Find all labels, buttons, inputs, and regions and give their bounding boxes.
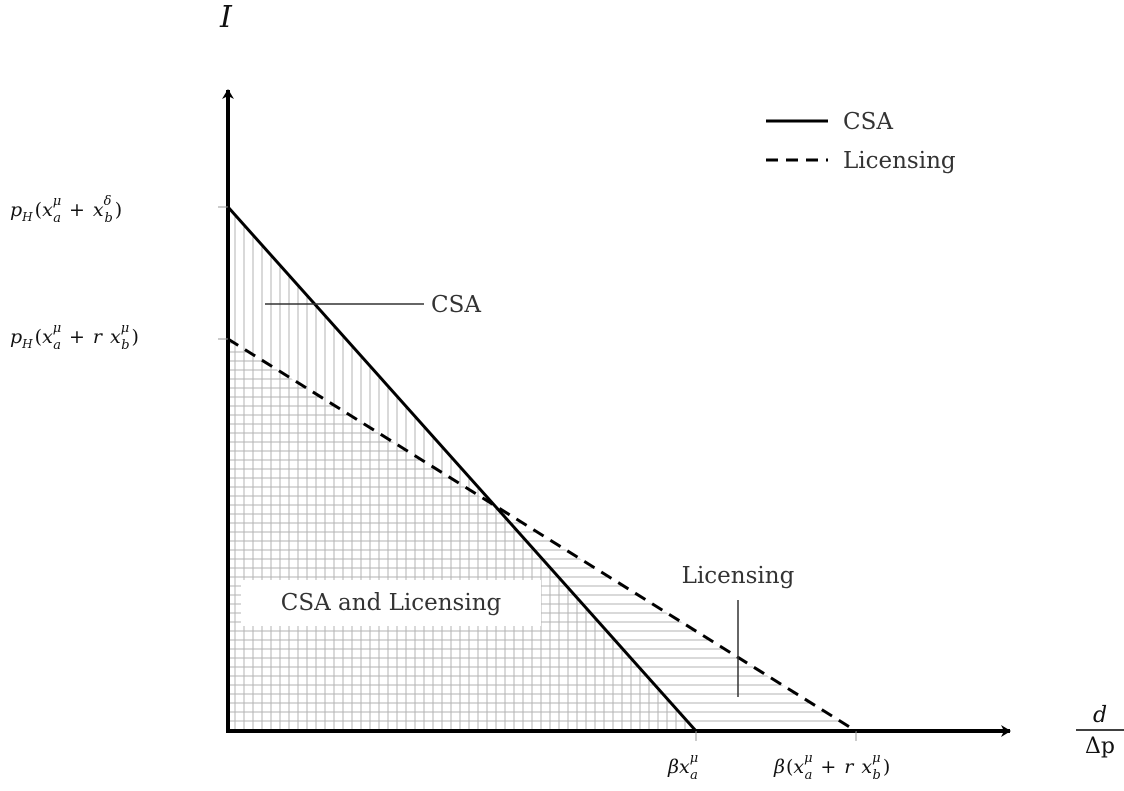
- legend-label-licensing: Licensing: [843, 148, 956, 174]
- x-axis-label-numerator: d: [1093, 703, 1107, 728]
- csa-and-licensing-region-label: CSA and Licensing: [281, 590, 502, 616]
- legend: CSA Licensing: [766, 109, 956, 174]
- y-axis-label: I: [219, 0, 233, 35]
- x-axis-label: d Δp: [1076, 703, 1124, 759]
- licensing-boundary-line: [227, 337, 857, 733]
- csa-and-licensing-label-bg: [241, 580, 541, 626]
- x-axis-label-denominator: Δp: [1085, 734, 1115, 759]
- csa-region-label: CSA: [431, 292, 481, 318]
- csa-boundary-line: [226, 206, 698, 732]
- legend-label-csa: CSA: [843, 109, 893, 135]
- licensing-region-label: Licensing: [682, 563, 795, 589]
